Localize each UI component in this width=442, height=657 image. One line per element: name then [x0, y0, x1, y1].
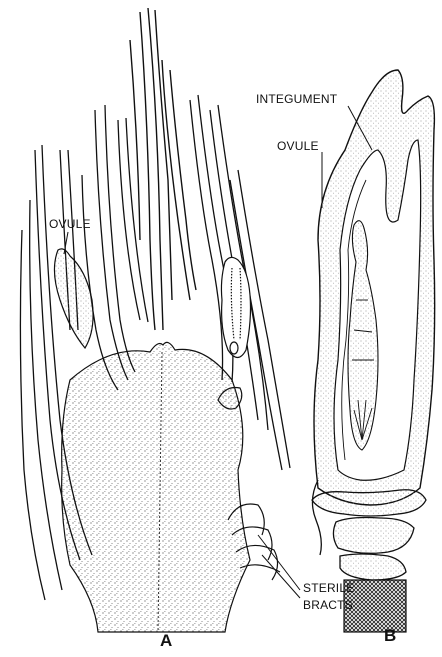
bracts-center: [130, 8, 196, 330]
sterile-pointer-2: [262, 555, 300, 598]
receptacle-body: [62, 342, 250, 632]
label-ovule-a: OVULE: [49, 217, 91, 231]
sterile-pointer-1: [258, 535, 300, 590]
label-ovule-b: OVULE: [277, 139, 319, 153]
label-integument: INTEGUMENT: [256, 92, 337, 106]
panel-letter-a: A: [160, 631, 172, 651]
ovule-b-base: [312, 480, 426, 580]
label-sterile-line2: BRACTS: [303, 598, 353, 612]
panel-letter-b: B: [384, 626, 396, 646]
label-sterile-line1: STERILE: [303, 581, 354, 595]
panel-b-drawing: [312, 70, 435, 632]
